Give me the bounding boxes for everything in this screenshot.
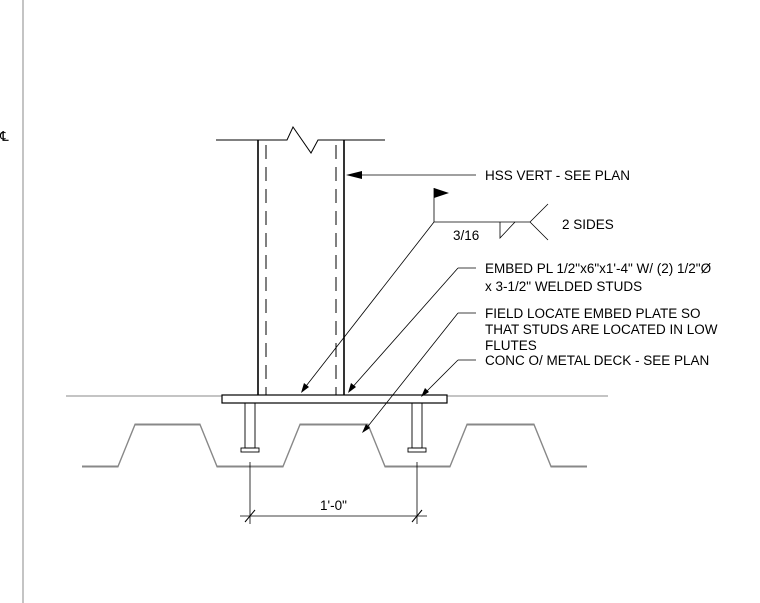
welded-stud-right: [407, 402, 427, 453]
embed-label-line2: x 3-1/2" WELDED STUDS: [485, 279, 642, 294]
hss-label: HSS VERT - SEE PLAN: [485, 168, 630, 183]
field-label-line1: FIELD LOCATE EMBED PLATE SO: [485, 306, 701, 321]
conc-label: CONC O/ METAL DECK - SEE PLAN: [485, 353, 709, 368]
conc-leader: [421, 359, 476, 397]
embed-leader: [348, 267, 476, 393]
welded-stud-left: [240, 402, 260, 453]
metal-deck: [82, 423, 587, 468]
centerline-symbol: ℄: [0, 129, 9, 144]
field-leader: [362, 312, 476, 433]
weld-sides-label: 2 SIDES: [562, 217, 614, 232]
field-label-line2: THAT STUDS ARE LOCATED IN LOW: [485, 322, 718, 337]
break-line: [216, 125, 385, 154]
embed-plate: [221, 394, 448, 404]
dimension-line: [240, 462, 427, 524]
dimension-text: 1'-0": [320, 498, 347, 513]
weld-size: 3/16: [453, 228, 479, 243]
hss-column: [257, 140, 345, 395]
field-label-line3: FLUTES: [485, 338, 537, 353]
hss-leader-arrow: [346, 171, 362, 179]
weld-symbol: [301, 188, 549, 393]
embed-label-line1: EMBED PL 1/2"x6"x1'-4" W/ (2) 1/2"Ø: [485, 261, 712, 276]
